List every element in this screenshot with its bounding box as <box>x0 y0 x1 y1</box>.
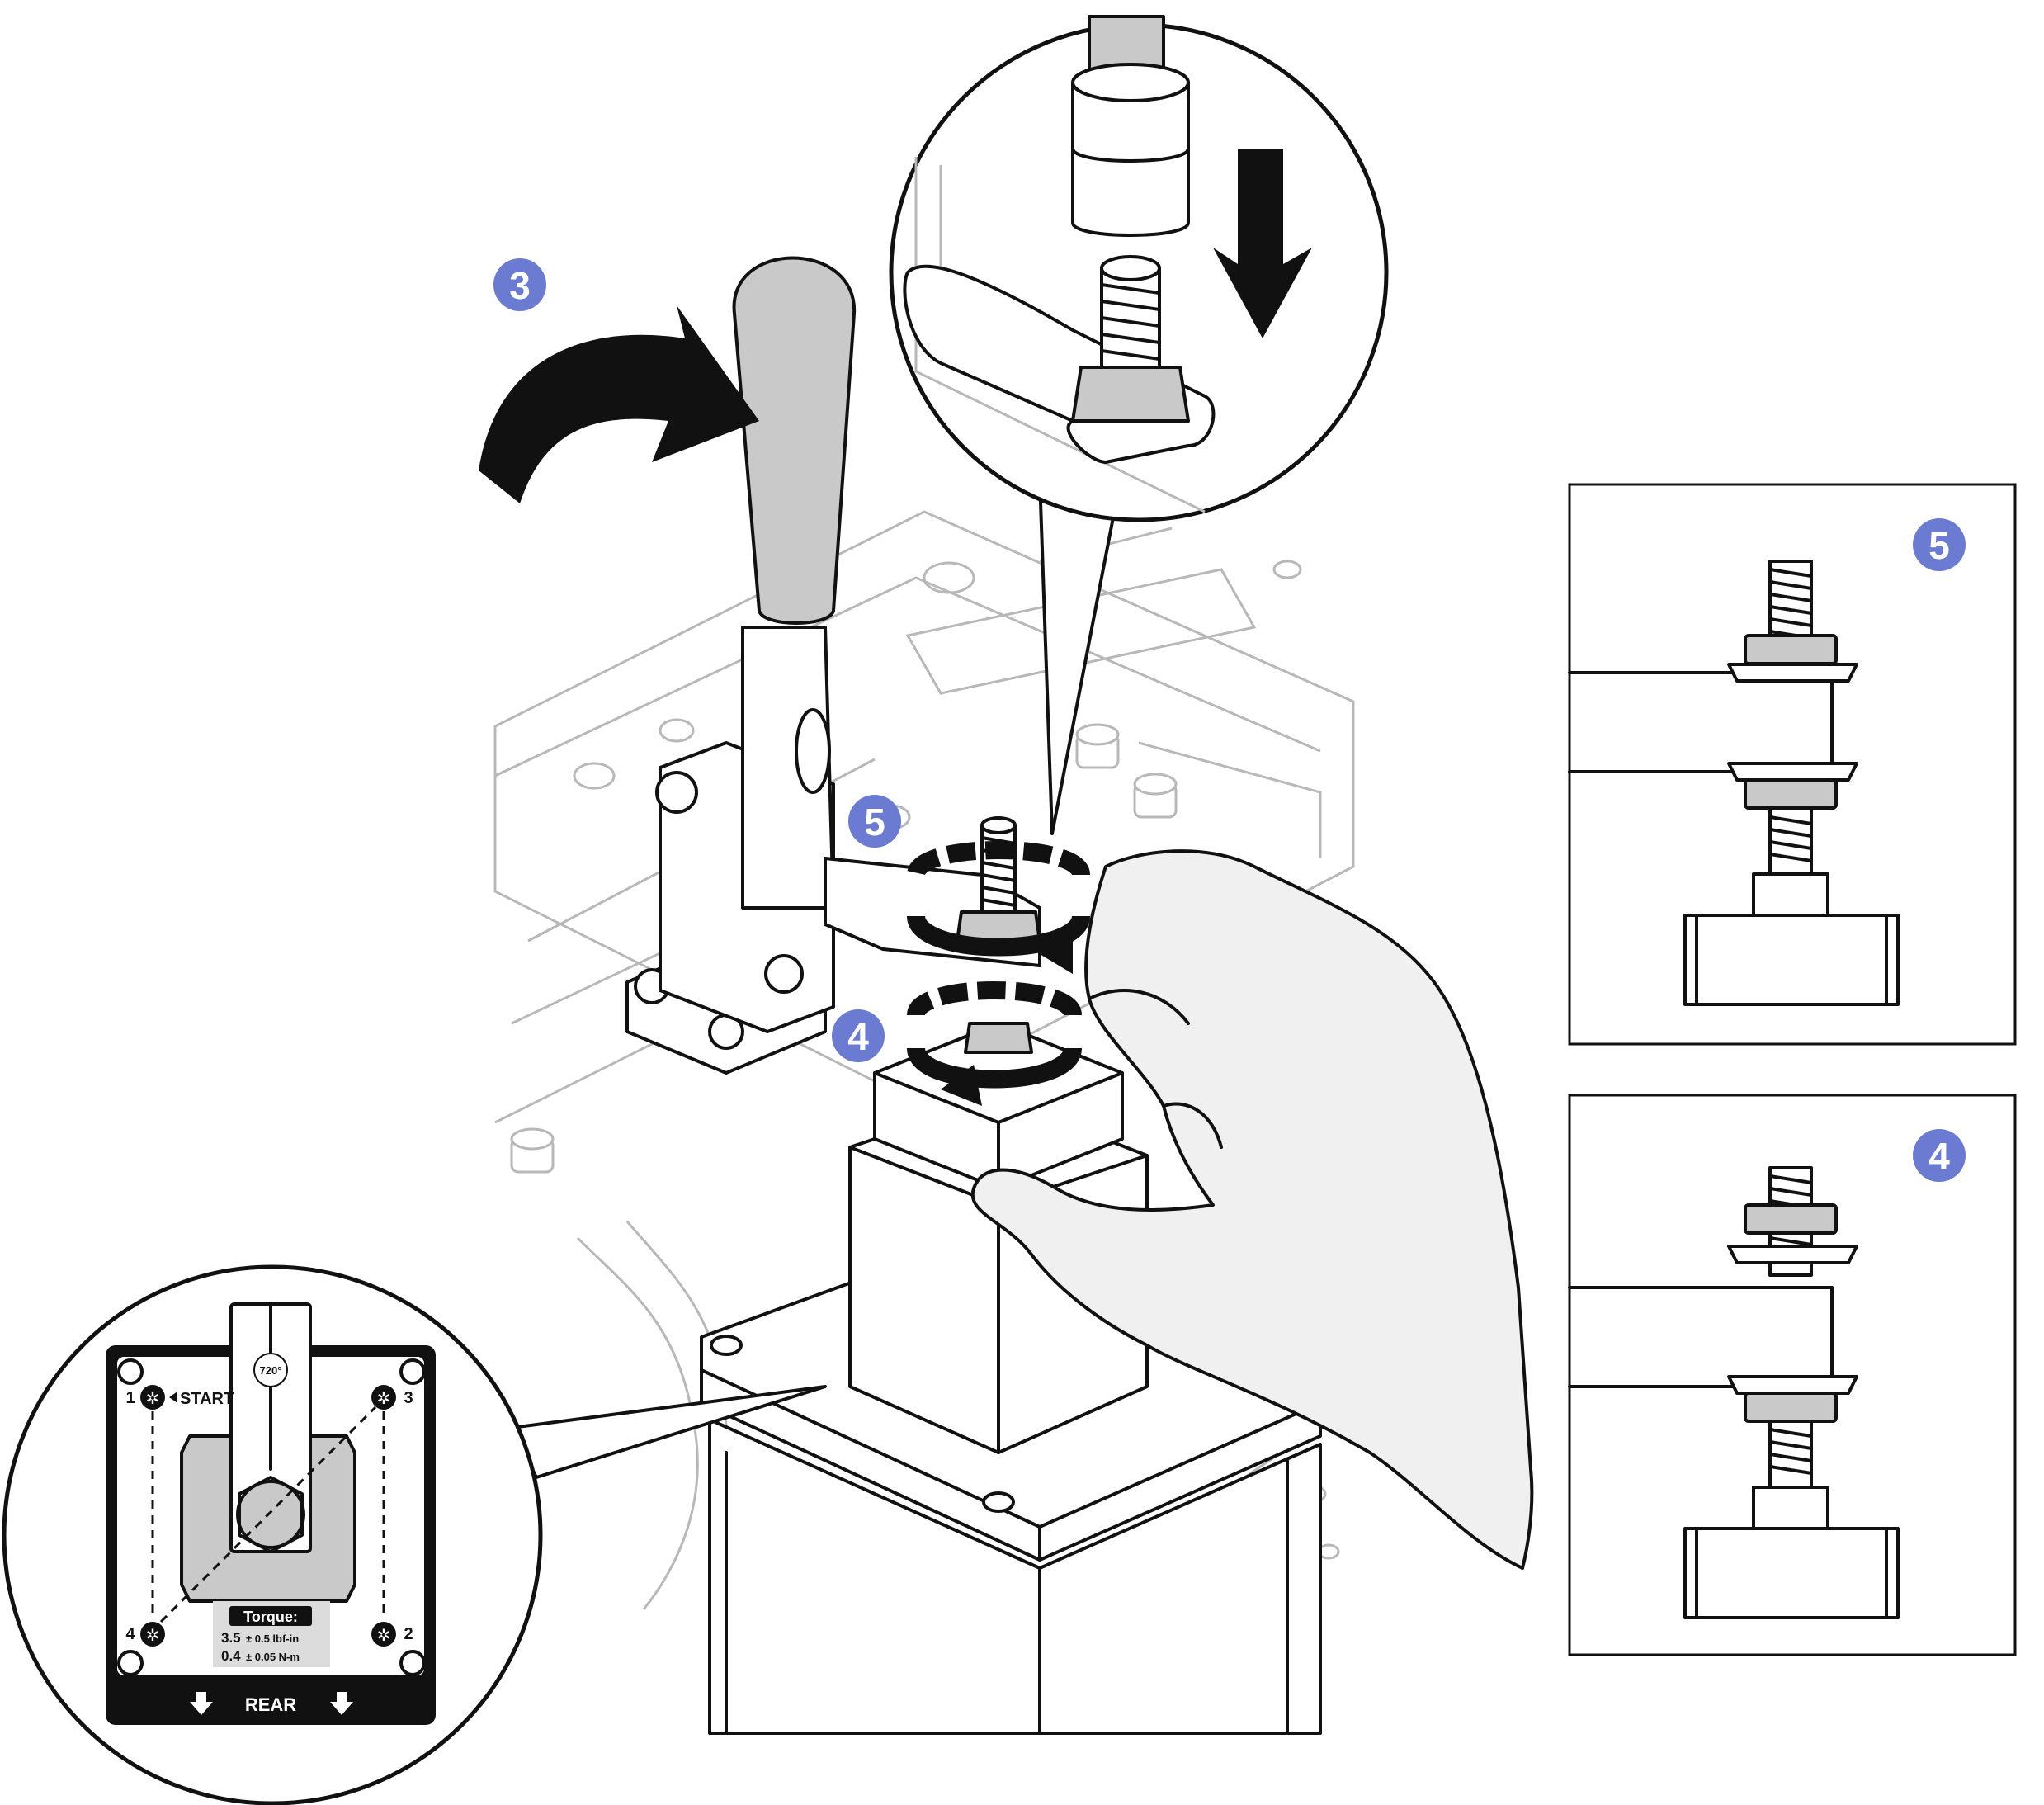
clamp-stud-nuts[interactable] <box>956 816 1041 1054</box>
corner-number-2: 2 <box>404 1625 413 1643</box>
svg-text:4: 4 <box>847 1015 869 1058</box>
down-arrow-icon <box>190 1692 213 1715</box>
svg-text:3: 3 <box>509 264 531 307</box>
star-screw-icon: ✲ <box>140 1622 165 1647</box>
down-arrow-icon <box>330 1692 353 1715</box>
rear-label: REAR <box>245 1694 296 1715</box>
lower-nut <box>964 1022 1033 1054</box>
step-badge-5: 5 <box>848 795 901 848</box>
plate-screw-hole <box>710 1335 743 1356</box>
clamp-handle[interactable] <box>732 256 857 625</box>
detail-panel-step-4: 4 <box>1568 1094 2017 1656</box>
rotate-arrow-icon <box>907 981 1082 1106</box>
rotation-label: 720° <box>260 1364 282 1377</box>
star-screw-icon: ✲ <box>371 1385 396 1410</box>
start-label: START <box>180 1390 234 1408</box>
corner-number-3: 3 <box>404 1389 413 1407</box>
detail-panel-step-5: 5 <box>1568 483 2017 1046</box>
rotate-arrow-icon <box>479 305 759 503</box>
step-badge-4: 4 <box>832 1009 885 1062</box>
detail-callout-stud <box>889 15 1389 835</box>
board-screw <box>1133 773 1178 819</box>
panel-5-number: 5 <box>1928 524 1950 567</box>
plate-screw-hole <box>982 1491 1015 1513</box>
star-screw-icon: ✲ <box>371 1622 396 1647</box>
svg-text:✲: ✲ <box>377 1388 391 1408</box>
board-screw <box>510 1127 555 1174</box>
step-badge-3: 3 <box>493 258 546 311</box>
svg-text:5: 5 <box>864 801 885 843</box>
cold-plate-assembly <box>700 1022 1322 1735</box>
detail-callout-label: ✲ ✲ ✲ ✲ 1 2 3 4 START 720° Torque: 3.5 ±… <box>2 1264 827 1805</box>
gloved-hand <box>970 849 1534 1570</box>
torque-imperial-tolerance: ± 0.5 lbf-in <box>246 1633 299 1645</box>
corner-number-4: 4 <box>125 1625 135 1643</box>
panel-4-number: 4 <box>1928 1135 1950 1178</box>
screwdriver-socket <box>1071 81 1190 237</box>
down-arrow-icon <box>1213 149 1312 338</box>
svg-text:✲: ✲ <box>146 1388 160 1408</box>
stud-nut <box>1071 366 1190 423</box>
torque-imperial-value: 3.5 <box>221 1630 241 1646</box>
torque-metric-value: 0.4 <box>221 1648 241 1664</box>
board-screw <box>1075 723 1120 769</box>
corner-number-1: 1 <box>125 1389 135 1407</box>
star-screw-icon: ✲ <box>140 1385 165 1410</box>
rotate-arrow-icon <box>907 841 1090 974</box>
torque-metric-tolerance: ± 0.05 N-m <box>246 1651 300 1663</box>
svg-text:✲: ✲ <box>146 1625 160 1645</box>
torque-title: Torque: <box>243 1609 298 1625</box>
svg-text:✲: ✲ <box>377 1625 391 1645</box>
